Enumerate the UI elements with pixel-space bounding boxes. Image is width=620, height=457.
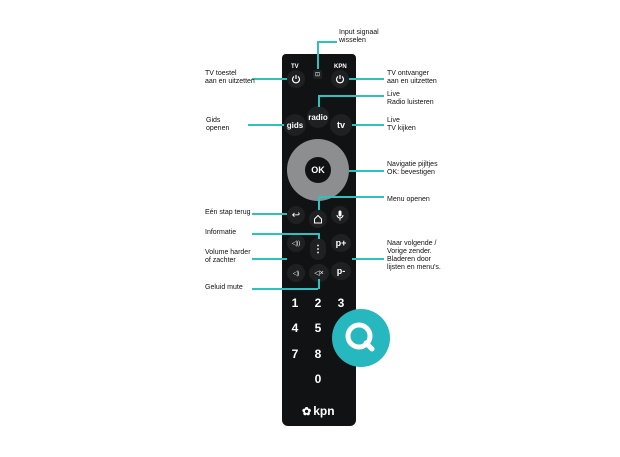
line-volume bbox=[252, 258, 287, 260]
info-button[interactable]: ⋮ bbox=[310, 238, 326, 260]
line-tv-kijken bbox=[352, 124, 384, 126]
line-menu bbox=[318, 196, 384, 198]
kpn-label: KPN bbox=[334, 64, 347, 70]
channel-up-button[interactable]: p+ bbox=[331, 234, 351, 252]
line-volgende bbox=[352, 258, 384, 260]
line-radio-v bbox=[318, 95, 320, 107]
number-key-0[interactable]: 0 bbox=[314, 372, 322, 386]
input-button[interactable]: ⊡ bbox=[313, 70, 322, 79]
line-radio bbox=[318, 95, 384, 97]
line-menu-v bbox=[318, 196, 320, 210]
back-arrow-icon: ↩ bbox=[291, 209, 301, 221]
tv-power-button[interactable] bbox=[287, 70, 305, 88]
line-informatie bbox=[252, 233, 318, 235]
label-tv-ontvanger: TV ontvanger aan en uitzetten bbox=[387, 70, 437, 85]
label-terug: Eén stap terug bbox=[205, 209, 251, 216]
mute-button[interactable]: ◁× bbox=[309, 264, 329, 282]
line-mute-v bbox=[318, 279, 320, 289]
number-key-2[interactable]: 2 bbox=[314, 296, 322, 310]
kpn-logo: ✿ kpn bbox=[302, 404, 335, 418]
channel-down-button[interactable]: p- bbox=[331, 262, 351, 280]
label-navigatie: Navigatie pijltjes OK: bevestigen bbox=[387, 161, 438, 176]
label-volume: Volume harder of zachter bbox=[205, 249, 251, 264]
receiver-power-button[interactable] bbox=[331, 70, 349, 88]
line-mute bbox=[252, 288, 318, 290]
line-informatie-v bbox=[318, 233, 320, 239]
home-button[interactable] bbox=[309, 210, 327, 228]
label-tv-kijken: Live TV kijken bbox=[387, 117, 416, 132]
number-key-1[interactable]: 1 bbox=[291, 296, 299, 310]
label-tv-toestel: TV toestel aan en uitzetten bbox=[205, 70, 255, 85]
kpn-flower-icon: ✿ bbox=[302, 405, 312, 418]
gids-button[interactable]: gids bbox=[284, 114, 306, 136]
tv-button[interactable]: tv bbox=[330, 114, 352, 136]
line-tv-toestel bbox=[252, 78, 287, 80]
line-input bbox=[317, 41, 319, 69]
label-menu: Menu openen bbox=[387, 196, 430, 203]
power-icon bbox=[291, 75, 301, 84]
label-mute: Geluid mute bbox=[205, 284, 243, 291]
number-key-5[interactable]: 5 bbox=[314, 321, 322, 335]
search-icon bbox=[345, 322, 375, 352]
ok-button[interactable]: OK bbox=[305, 157, 331, 183]
number-key-8[interactable]: 8 bbox=[314, 347, 322, 361]
home-icon bbox=[314, 214, 322, 224]
microphone-icon bbox=[336, 210, 344, 220]
line-tv-ontvanger bbox=[349, 78, 384, 80]
back-button[interactable]: ↩ bbox=[287, 206, 305, 224]
number-key-3[interactable]: 3 bbox=[337, 296, 345, 310]
number-key-4[interactable]: 4 bbox=[291, 321, 299, 335]
line-terug bbox=[252, 213, 287, 215]
info-dots-icon: ⋮ bbox=[313, 243, 323, 255]
line-gids bbox=[248, 124, 284, 126]
mic-button[interactable] bbox=[331, 206, 349, 224]
label-volgende: Naar volgende / Vorige zender. Bladeren … bbox=[387, 240, 441, 271]
power-icon bbox=[335, 75, 345, 84]
search-badge bbox=[332, 309, 390, 367]
volume-up-button[interactable]: ◁)) bbox=[287, 234, 305, 252]
label-input: Input signaal wisselen bbox=[339, 29, 379, 44]
radio-button[interactable]: radio bbox=[307, 106, 329, 128]
label-radio: Live Radio luisteren bbox=[387, 91, 434, 106]
number-key-7[interactable]: 7 bbox=[291, 347, 299, 361]
line-navigatie bbox=[349, 170, 384, 172]
label-informatie: Informatie bbox=[205, 229, 237, 236]
tv-label: TV bbox=[291, 64, 299, 70]
volume-down-button[interactable]: ◁) bbox=[287, 264, 305, 282]
input-icon: ⊡ bbox=[314, 72, 321, 78]
label-gids: Gids openen bbox=[206, 117, 230, 132]
line-input-h bbox=[317, 41, 337, 43]
